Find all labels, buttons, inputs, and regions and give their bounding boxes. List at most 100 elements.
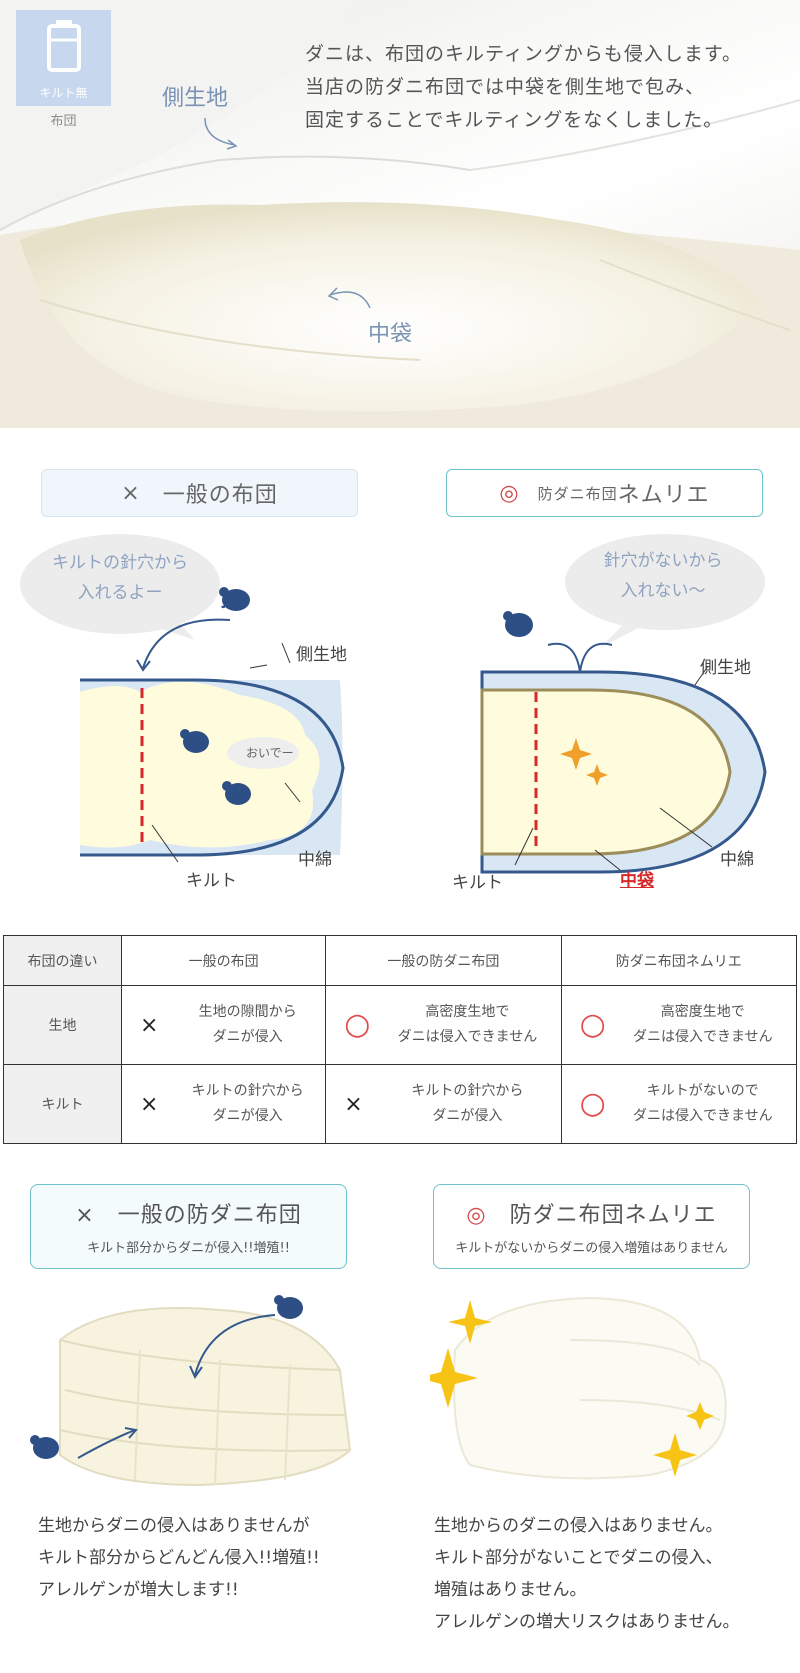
double-circle-mark: ◎ [499, 480, 520, 506]
mite-icon [219, 587, 250, 611]
hero-copy: ダニは、布団のキルティングからも侵入します。 当店の防ダニ布団では中袋を側生地で… [305, 38, 785, 137]
bubble-left-line2: 入れるよー [77, 583, 163, 603]
cross-mark: × [140, 1091, 159, 1117]
mite-icon [274, 1295, 303, 1319]
para-line: 生地からのダニの侵入はありません。 [434, 1516, 723, 1536]
cell-line: 高密度生地で [425, 1004, 510, 1020]
label-quilt-right: キルト [452, 873, 503, 893]
circle-mark: ○ [344, 1007, 371, 1042]
nemurie-title-small: 防ダニ布団 [537, 484, 618, 503]
sparkle-icon [448, 1300, 492, 1344]
cell-line: ダニは侵入できません [633, 1108, 773, 1124]
hero-label-side-fabric: 側生地 [162, 86, 229, 111]
bubble-right-line1: 針穴がないから [603, 551, 723, 571]
quilted-futon-photo [30, 1295, 352, 1487]
mite-icon [503, 611, 533, 637]
table-cell: ○ 高密度生地でダニは侵入できません [325, 985, 562, 1065]
table-cell: × キルトの針穴からダニが侵入 [120, 1064, 327, 1144]
para-line: 生地からダニの侵入はありませんが [38, 1516, 310, 1536]
speech-bubble-right [565, 534, 765, 630]
sparkle-icon [686, 1402, 714, 1430]
hero-label-inner-bag: 中袋 [368, 322, 413, 347]
cross-mark: × [75, 1203, 95, 1228]
table-header: 一般の防ダニ布団 [325, 935, 562, 986]
table-cell: ○ 高密度生地でダニは侵入できません [560, 985, 798, 1065]
table-header: 防ダニ布団ネムリエ [560, 935, 798, 986]
badge-label: キルト無 [39, 86, 88, 100]
cell-line: キルトがないので [646, 1083, 759, 1099]
futon-photo-illustration [0, 0, 800, 428]
sparkle-icon [586, 764, 608, 786]
label-quilt-left: キルト [186, 871, 237, 891]
general-antimite-header: × 一般の防ダニ布団 キルト部分からダニが侵入!!増殖!! [30, 1184, 347, 1269]
cell-line: 高密度生地で [660, 1004, 745, 1020]
table-cell: × 生地の隙間からダニが侵入 [120, 985, 327, 1065]
para-line: 増殖はありません。 [434, 1580, 587, 1600]
speech-bubble-small [227, 737, 299, 769]
mite-icon [222, 781, 251, 805]
cell-line: ダニが侵入 [432, 1108, 503, 1124]
circle-mark: ○ [579, 1007, 606, 1042]
table-row: キルト ×キルトの針穴からダニが侵入 ×キルトの針穴からダニが侵入 ○キルトがな… [3, 1064, 798, 1144]
para-line: アレルゲンの増大リスクはありません。 [434, 1612, 740, 1632]
nemurie-lower-title: 防ダニ布団ネムリエ [509, 1203, 717, 1228]
label-cotton-right: 中綿 [720, 850, 754, 870]
label-inner-bag-right: 中袋 [620, 871, 654, 891]
cell-line: ダニは侵入できません [397, 1029, 538, 1045]
row-label: キルト [3, 1064, 122, 1144]
bubble-right-text: 針穴がないから 入れない～ [588, 546, 738, 606]
mite-icon [180, 729, 209, 753]
label-cotton-left: 中綿 [298, 850, 332, 870]
general-antimite-sub: キルト部分からダニが侵入!!増殖!! [87, 1241, 290, 1256]
cell-line: ダニが侵入 [212, 1029, 283, 1045]
cell-line: キルトの針穴から [411, 1083, 524, 1099]
nemurie-title: ネムリエ [617, 483, 710, 508]
hero-copy-line: 当店の防ダニ布団では中袋を側生地で包み、 [305, 76, 706, 98]
nemurie-lower-header: ◎ 防ダニ布団ネムリエ キルトがないからダニの侵入増殖はありません [433, 1184, 750, 1269]
double-circle-mark: ◎ [466, 1203, 487, 1228]
sparkle-icon [430, 1348, 478, 1408]
table-cell: × キルトの針穴からダニが侵入 [325, 1064, 562, 1144]
general-antimite-title: 一般の防ダニ布団 [117, 1203, 302, 1228]
table-header: 布団の違い [3, 935, 122, 986]
cell-line: ダニは侵入できません [633, 1029, 773, 1045]
row-label: 生地 [3, 985, 122, 1065]
para-line: キルト部分からどんどん侵入!!増殖!! [38, 1548, 320, 1568]
label-side-fabric-left: 側生地 [296, 645, 347, 665]
cross-mark: × [344, 1091, 363, 1117]
cell-line: ダニが侵入 [212, 1108, 283, 1124]
cross-mark: × [140, 1012, 159, 1038]
cell-line: 生地の隙間から [198, 1004, 297, 1020]
hero-copy-line: 固定することでキルティングをなくしました。 [305, 109, 724, 131]
nemurie-futon-photo [430, 1296, 727, 1480]
badge-sub: 布団 [50, 114, 77, 129]
bubble-left-text: キルトの針穴から 入れるよー [40, 548, 200, 608]
cell-line: キルトの針穴から [191, 1083, 304, 1099]
table-header: 一般の布団 [120, 935, 327, 986]
bubble-left-line1: キルトの針穴から [52, 553, 188, 573]
no-quilt-badge: キルト無 [16, 10, 111, 106]
nemurie-lower-sub: キルトがないからダニの侵入増殖はありません [455, 1241, 728, 1256]
speech-oide: おいでー [246, 746, 294, 760]
hero-copy-line: ダニは、布団のキルティングからも侵入します。 [305, 43, 742, 65]
sparkle-icon [560, 738, 592, 770]
general-futon-header: × 一般の布団 [41, 469, 358, 517]
bubble-right-line2: 入れない～ [620, 581, 706, 601]
cross-mark: × [121, 480, 141, 506]
table-header-row: 布団の違い 一般の布団 一般の防ダニ布団 防ダニ布団ネムリエ [3, 935, 798, 986]
comparison-table: 布団の違い 一般の布団 一般の防ダニ布団 防ダニ布団ネムリエ 生地 × 生地の隙間… [3, 935, 798, 1144]
comparison-diagram [20, 534, 767, 874]
mite-icon [30, 1435, 59, 1459]
general-futon-title: 一般の布団 [162, 483, 278, 508]
circle-mark: ○ [579, 1086, 606, 1121]
para-line: キルト部分がないことでダニの侵入、 [434, 1548, 723, 1568]
speech-bubble-left [20, 534, 220, 634]
futon-icon [47, 20, 81, 72]
table-row: 生地 × 生地の隙間からダニが侵入 ○ 高密度生地でダニは侵入できません ○ 高密度生… [3, 985, 798, 1065]
table-cell: ○ キルトがないのでダニは侵入できません [560, 1064, 798, 1144]
nemurie-header: ◎ 防ダニ布団 ネムリエ [446, 469, 763, 517]
general-antimite-description: 生地からダニの侵入はありませんが キルト部分からどんどん侵入!!増殖!! アレル… [38, 1510, 320, 1606]
para-line: アレルゲンが増大します!! [38, 1580, 239, 1600]
music-notes: ♪♪ [220, 593, 241, 612]
sparkle-icon [653, 1433, 697, 1477]
